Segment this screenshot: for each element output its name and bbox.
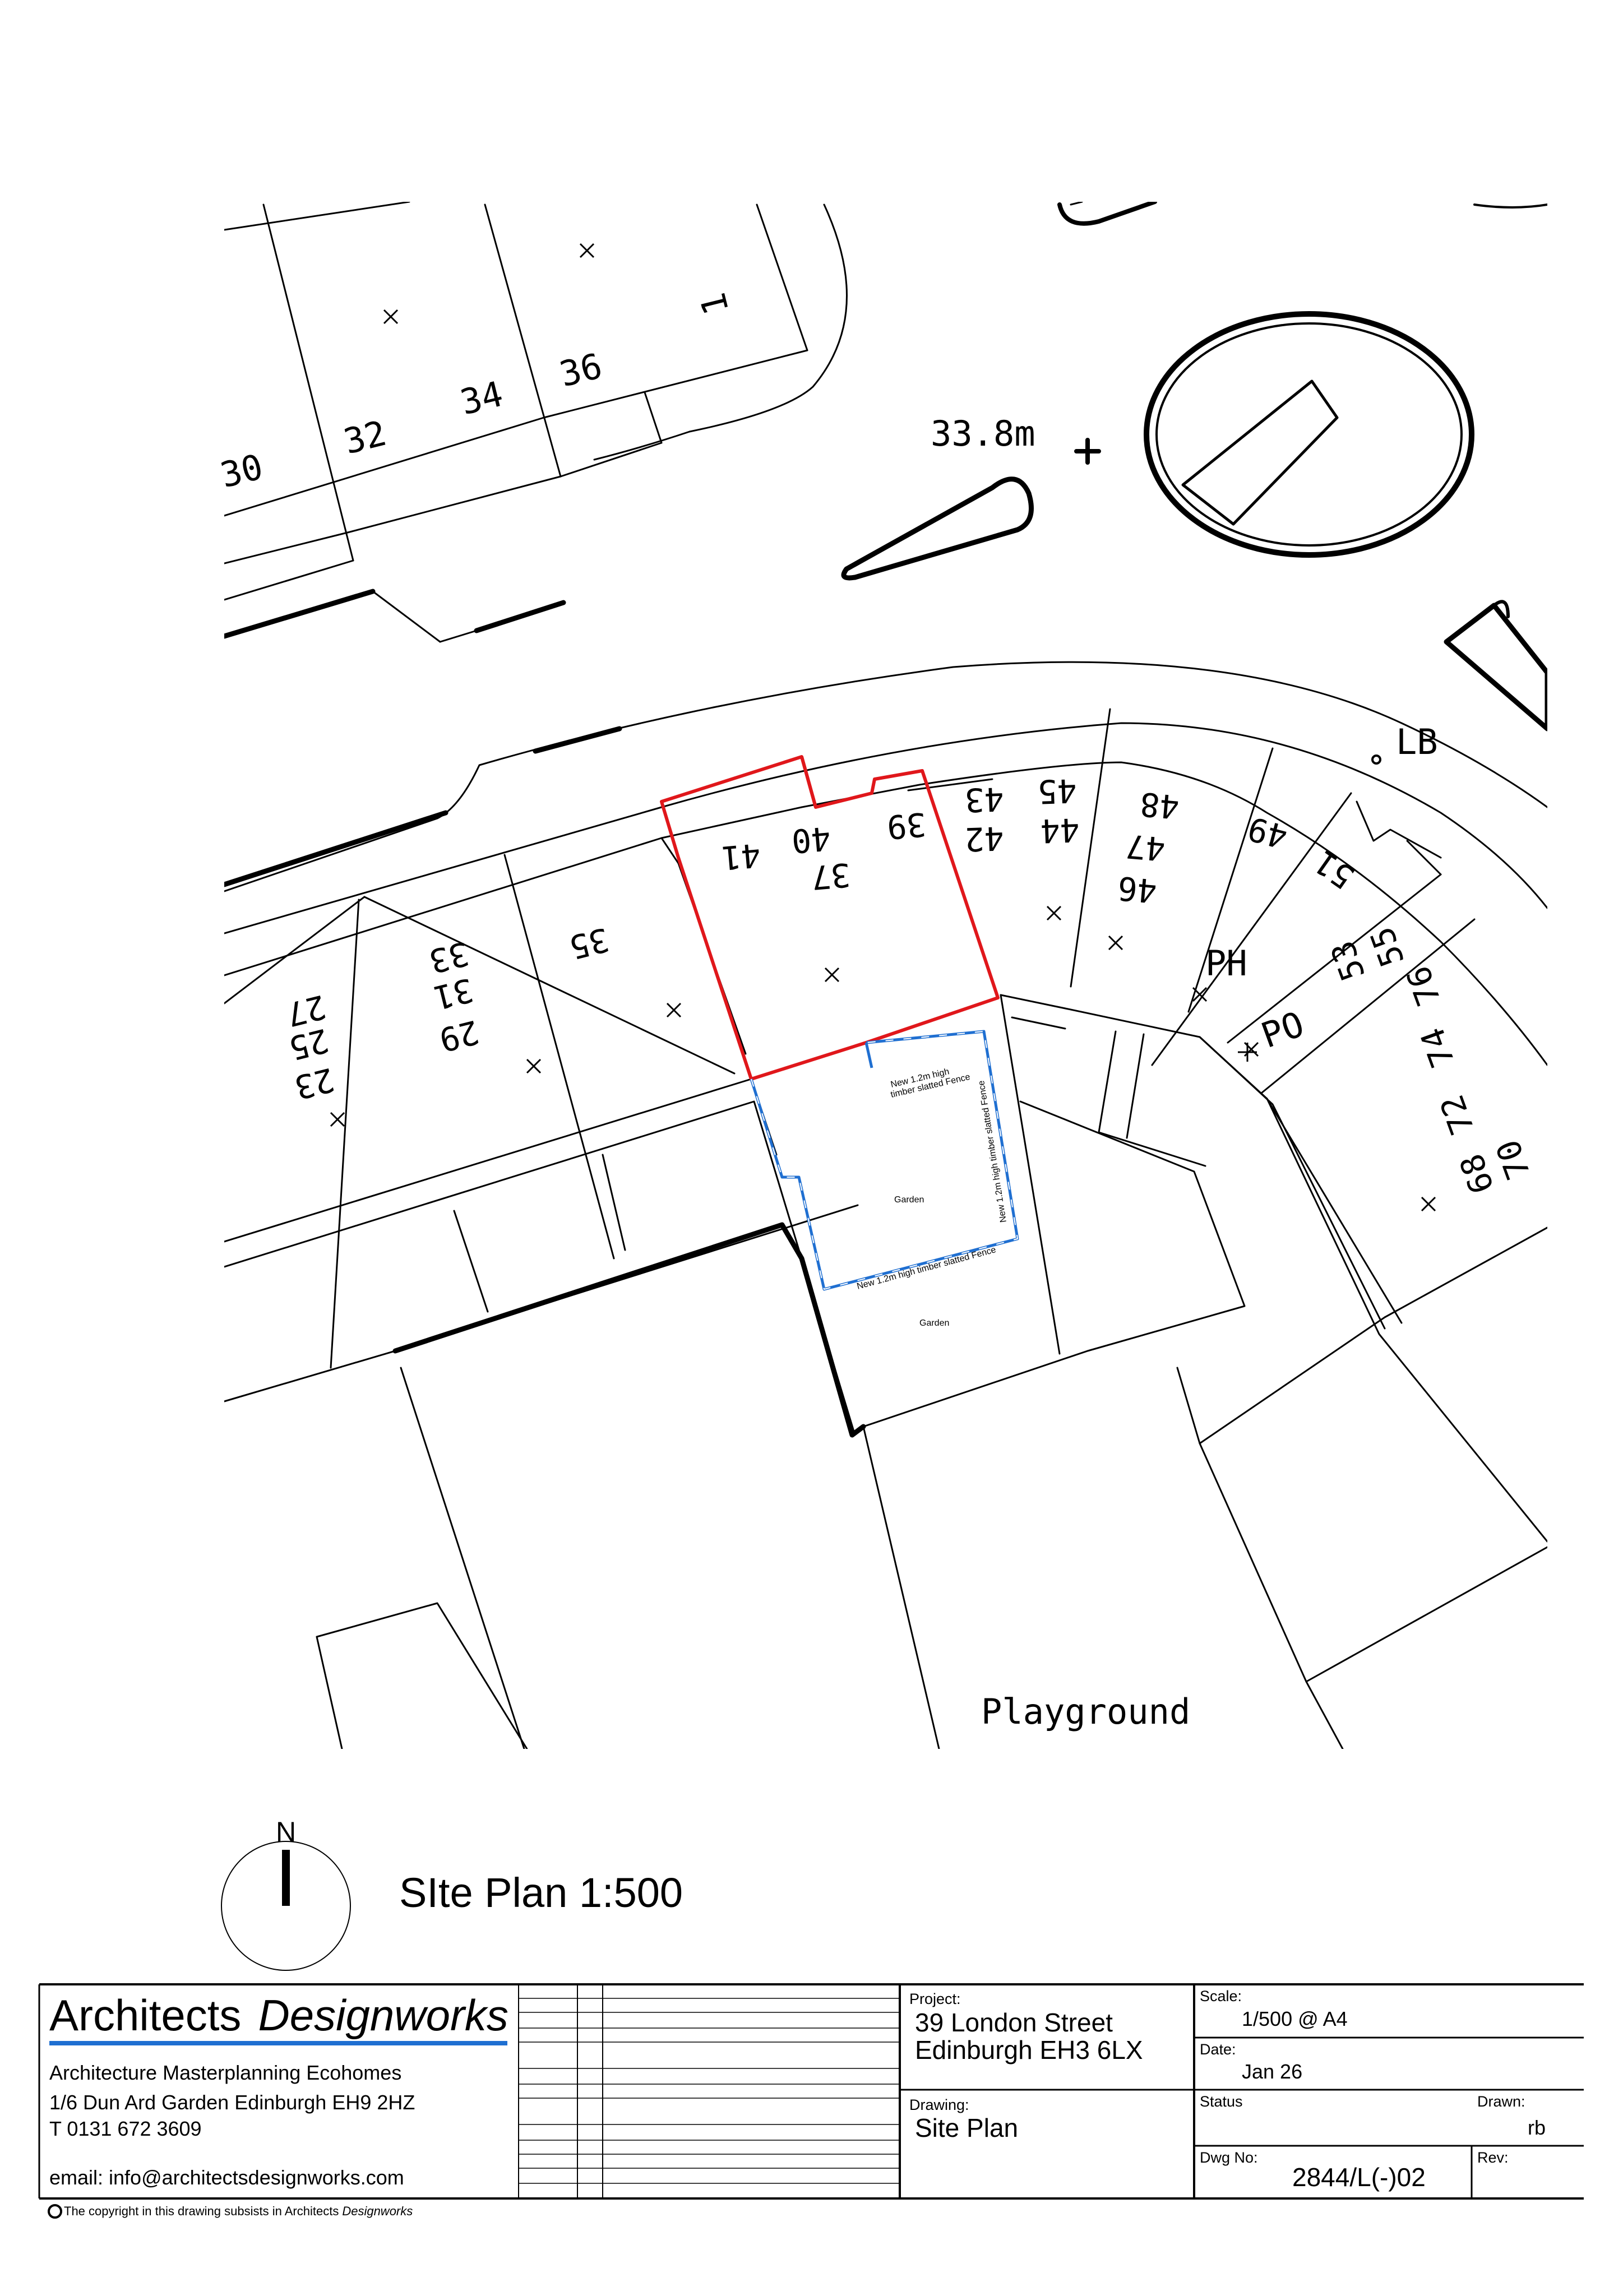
map-labels: 30 32 34 36 1 33.8m LB 27 25 23 33 31 29… — [216, 289, 1538, 1732]
label-36: 36 — [556, 345, 606, 395]
label-34: 34 — [456, 373, 507, 423]
dwg-label: Dwg No: — [1200, 2149, 1258, 2166]
label-45: 45 — [1037, 771, 1078, 811]
label-44: 44 — [1040, 811, 1080, 850]
label-23: 23 — [291, 1060, 338, 1107]
drawing-value: Site Plan — [915, 2113, 1018, 2142]
label-43: 43 — [964, 780, 1005, 819]
label-32: 32 — [340, 413, 390, 462]
firm-address: 1/6 Dun Ard Garden Edinburgh EH9 2HZ — [49, 2091, 415, 2114]
label-playground: Playground — [981, 1691, 1190, 1732]
label-30: 30 — [216, 446, 267, 496]
garden-label-lower: Garden — [919, 1318, 949, 1328]
label-40: 40 — [790, 819, 833, 860]
firm-email: email: info@architectsdesignworks.com — [49, 2166, 404, 2189]
label-lb: LB — [1396, 721, 1438, 762]
map-linework — [224, 202, 1547, 1749]
firm-tagline: Architecture Masterplanning Ecohomes — [49, 2061, 401, 2084]
label-po: PO — [1256, 1003, 1309, 1056]
scale-label: Scale: — [1200, 1988, 1242, 2005]
site-boundary — [660, 755, 1000, 1081]
date-label: Date: — [1200, 2041, 1236, 2058]
copyright-italic: Designworks — [342, 2204, 413, 2218]
rev-label: Rev: — [1477, 2149, 1509, 2166]
label-ph: PH — [1205, 943, 1247, 984]
label-27: 27 — [283, 987, 330, 1034]
firm-phone: T 0131 672 3609 — [49, 2117, 202, 2140]
copyright-icon — [48, 2204, 62, 2219]
title-block — [38, 1983, 1584, 2200]
label-37: 37 — [810, 855, 852, 897]
label-39: 39 — [885, 805, 928, 846]
label-47: 47 — [1125, 827, 1167, 868]
drawn-value: rb — [1528, 2116, 1546, 2139]
drawing-label: Drawing: — [909, 2096, 969, 2113]
label-29: 29 — [436, 1012, 483, 1059]
dwg-value: 2844/L(-)02 — [1292, 2163, 1426, 2192]
label-35: 35 — [566, 920, 613, 966]
label-25: 25 — [285, 1021, 332, 1067]
fence-note-bottom: New 1.2m high timber slatted Fence — [856, 1245, 997, 1292]
date-value: Jan 26 — [1242, 2060, 1302, 2083]
project-line1: 39 London Street — [915, 2008, 1113, 2037]
label-72: 72 — [1432, 1090, 1482, 1140]
svg-text:The copyright in this drawing: The copyright in this drawing subsists i… — [64, 2204, 413, 2218]
label-33: 33 — [426, 934, 473, 980]
label-48: 48 — [1139, 785, 1181, 826]
label-46: 46 — [1116, 869, 1159, 910]
garden-fence — [750, 1030, 1019, 1291]
project-line2: Edinburgh EH3 6LX — [915, 2035, 1143, 2064]
label-41: 41 — [720, 836, 762, 877]
label-31: 31 — [430, 970, 477, 1017]
lb-marker — [1371, 754, 1381, 765]
scale-value: 1/500 @ A4 — [1242, 2007, 1348, 2030]
label-42: 42 — [964, 819, 1005, 858]
label-height: 33.8m — [931, 413, 1035, 454]
site-boundary-notch — [800, 756, 817, 808]
label-51: 51 — [1307, 843, 1361, 896]
garden-label: Garden — [894, 1195, 924, 1205]
plan-title: SIte Plan 1:500 — [399, 1869, 683, 1916]
label-1: 1 — [692, 289, 737, 319]
project-label: Project: — [909, 1991, 961, 2007]
label-55: 55 — [1362, 922, 1412, 972]
north-label: N — [276, 1816, 296, 1848]
firm-name-italic: Designworks — [258, 1991, 508, 2040]
copyright-text: The copyright in this drawing subsists i… — [64, 2204, 339, 2218]
north-arrow: N — [221, 1816, 351, 1971]
drawn-label: Drawn: — [1477, 2093, 1525, 2110]
status-label: Status — [1200, 2093, 1243, 2110]
po-marker — [1238, 1043, 1257, 1062]
firm-name: Architects — [49, 1991, 241, 2040]
label-74: 74 — [1413, 1023, 1462, 1073]
label-76: 76 — [1399, 961, 1448, 1011]
